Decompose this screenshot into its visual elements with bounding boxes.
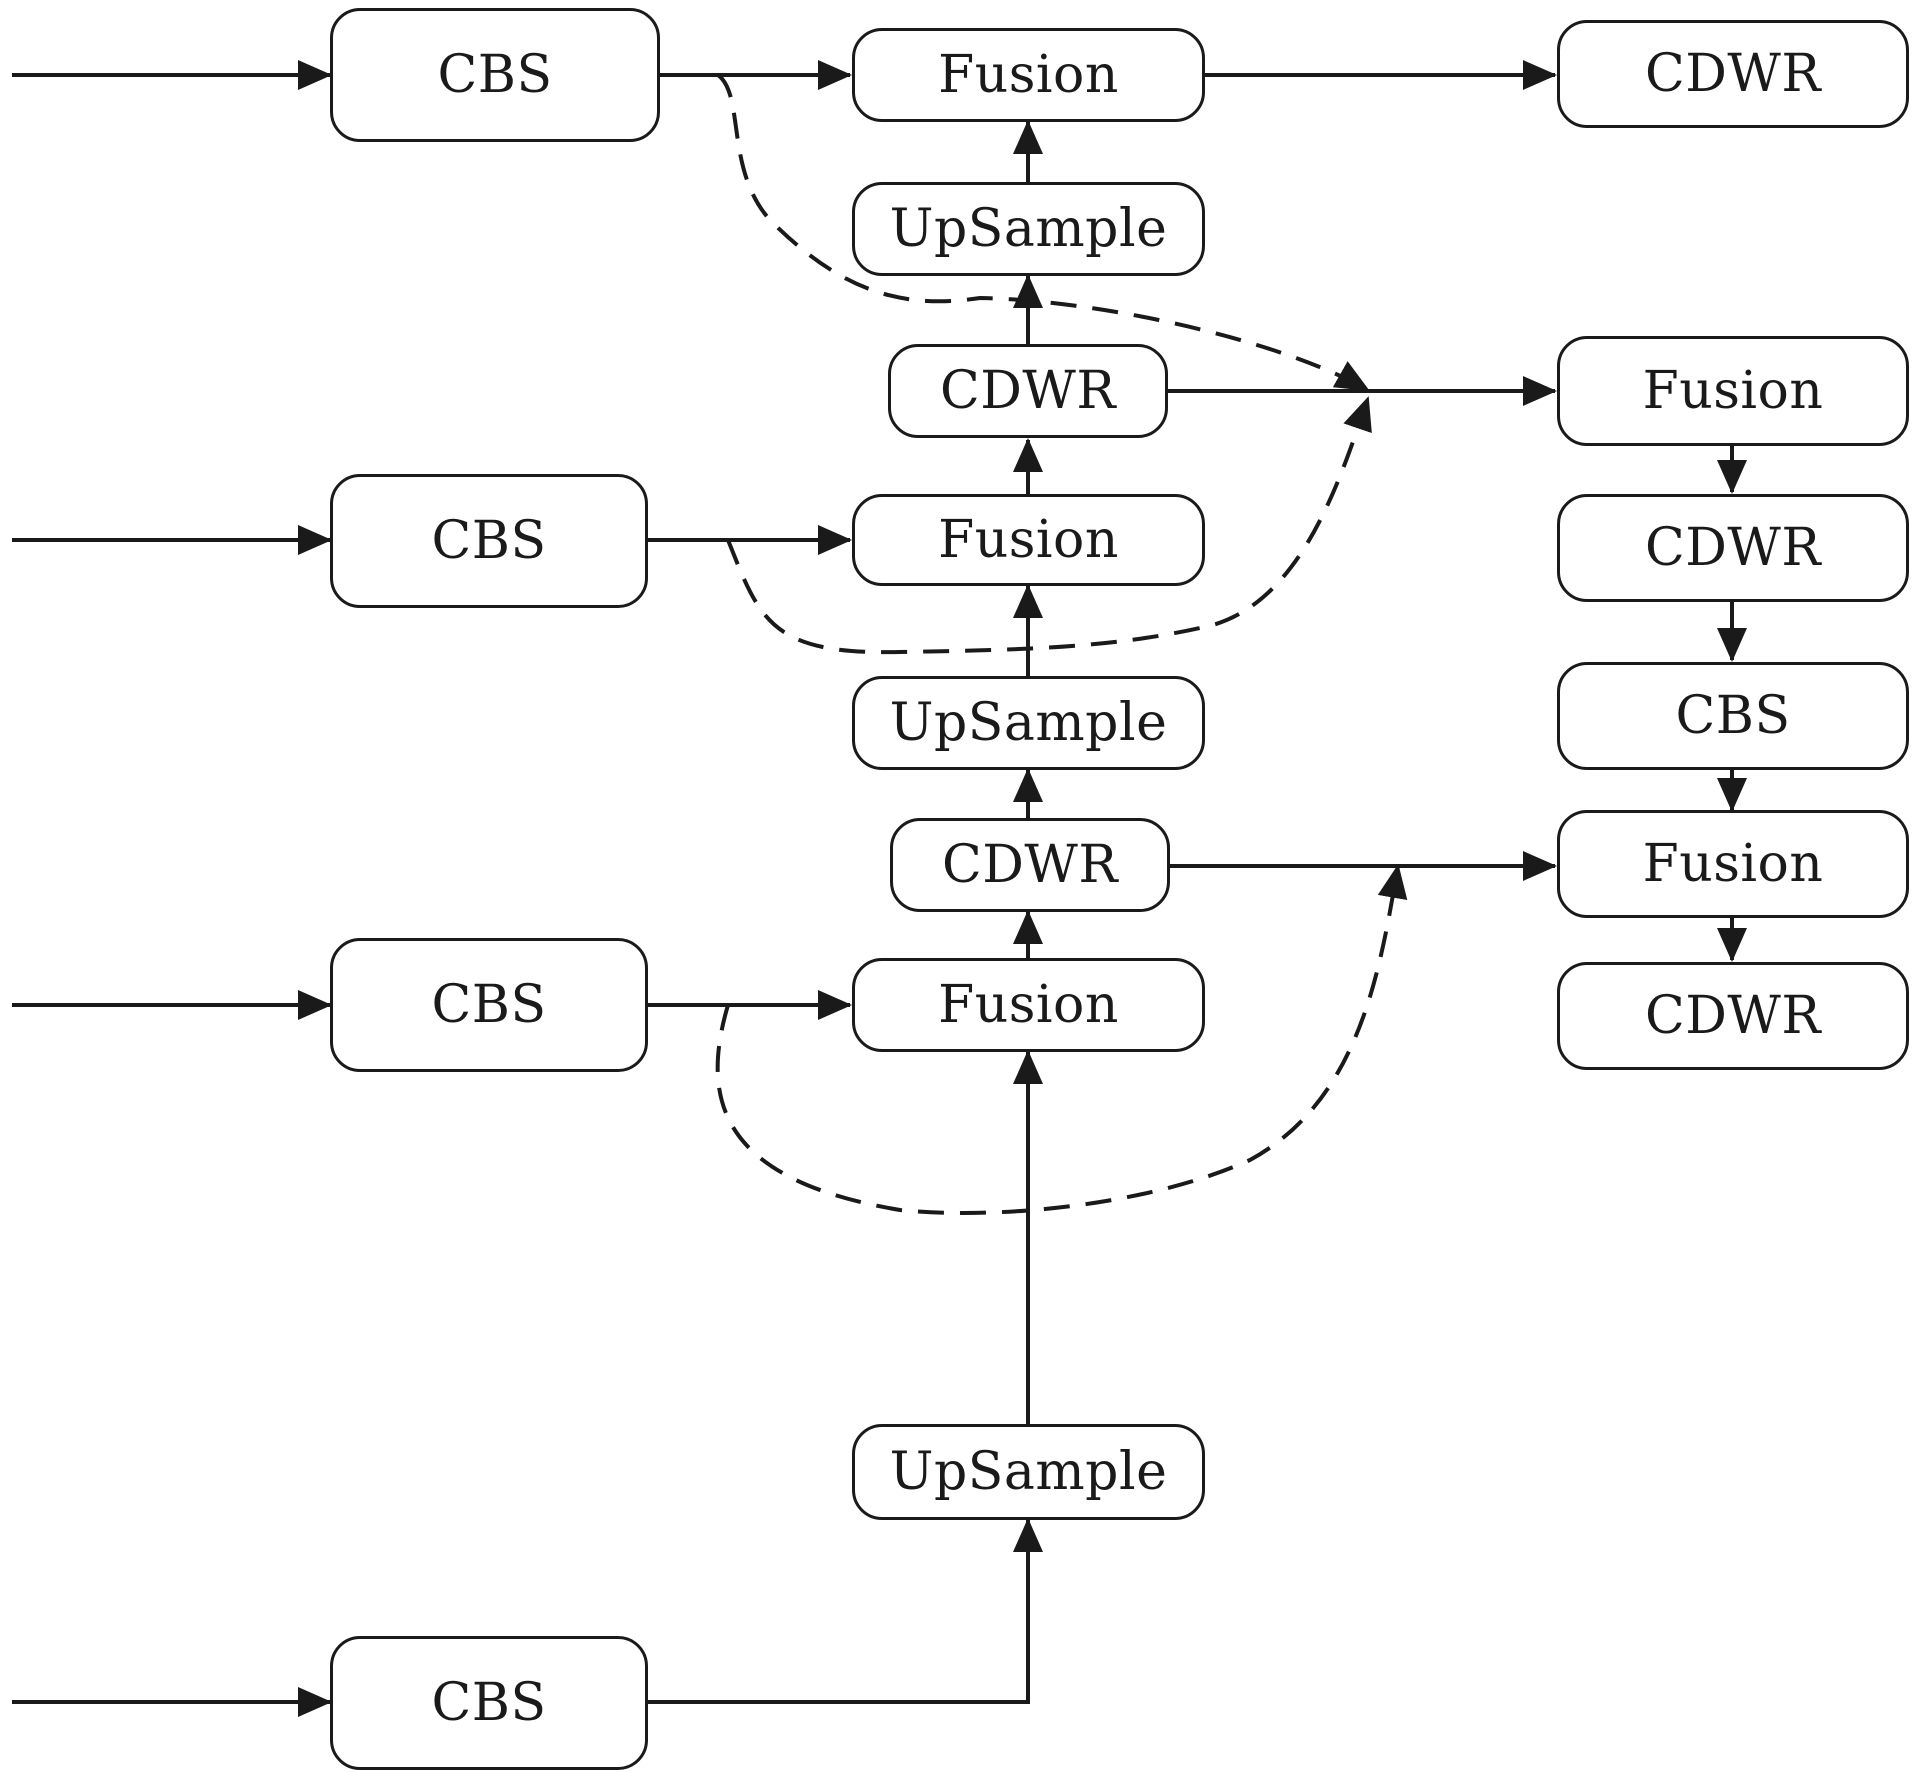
- cdwr-right-1: CDWR: [1557, 494, 1909, 602]
- skip-connection-2: [726, 396, 1372, 655]
- cdwr-right-2-label: CDWR: [1644, 986, 1822, 1046]
- upsample-block-2: UpSample: [852, 676, 1205, 770]
- fusion-block-2-label: Fusion: [938, 510, 1119, 570]
- fusion-block-1: Fusion: [852, 28, 1205, 122]
- cbs-block-2-label: CBS: [431, 511, 547, 571]
- cbs-block-1: CBS: [330, 8, 660, 142]
- cbs-right-label: CBS: [1675, 686, 1791, 746]
- upsample-block-1-label: UpSample: [889, 199, 1168, 259]
- skip-connection-3: [715, 864, 1408, 1215]
- fusion-right-2: Fusion: [1557, 810, 1909, 918]
- cbs-right: CBS: [1557, 662, 1909, 770]
- upsample-block-3: UpSample: [852, 1424, 1205, 1520]
- cdwr-right-1-label: CDWR: [1644, 518, 1822, 578]
- upsample-block-3-label: UpSample: [889, 1442, 1168, 1502]
- fusion-block-3: Fusion: [852, 958, 1205, 1052]
- fusion-block-1-label: Fusion: [938, 45, 1119, 105]
- cdwr-block-1-label: CDWR: [939, 361, 1117, 421]
- fusion-right-1-label: Fusion: [1642, 361, 1824, 421]
- fusion-right-2-label: Fusion: [1642, 834, 1824, 894]
- cdwr-block-1: CDWR: [888, 344, 1168, 438]
- cdwr-output-top-label: CDWR: [1644, 44, 1822, 104]
- edge-cbs4-upsample3: [648, 1518, 1043, 1704]
- cdwr-right-2: CDWR: [1557, 962, 1909, 1070]
- cbs-block-1-label: CBS: [437, 45, 553, 105]
- cbs-block-3-label: CBS: [431, 975, 547, 1035]
- upsample-block-1: UpSample: [852, 182, 1205, 276]
- cbs-block-2: CBS: [330, 474, 648, 608]
- cdwr-block-2-label: CDWR: [941, 835, 1119, 895]
- fusion-block-2: Fusion: [852, 494, 1205, 586]
- fusion-block-3-label: Fusion: [938, 975, 1119, 1035]
- cbs-block-3: CBS: [330, 938, 648, 1072]
- upsample-block-2-label: UpSample: [889, 693, 1168, 753]
- cdwr-output-top: CDWR: [1557, 20, 1909, 128]
- cbs-block-4-label: CBS: [431, 1673, 547, 1733]
- skip-connection-1: [716, 73, 1370, 392]
- cbs-block-4: CBS: [330, 1636, 648, 1770]
- fusion-right-1: Fusion: [1557, 336, 1909, 446]
- cdwr-block-2: CDWR: [890, 818, 1170, 912]
